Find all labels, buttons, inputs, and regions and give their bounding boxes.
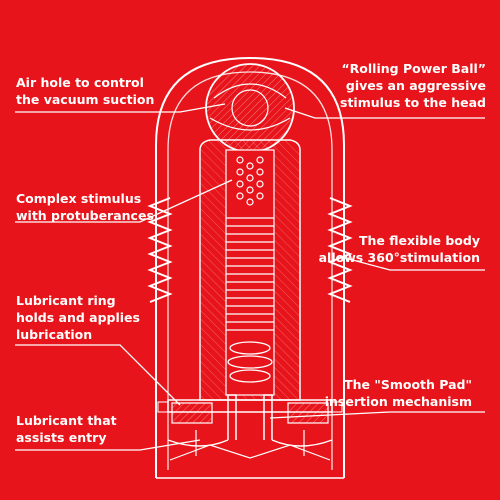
label-power-ball: “Rolling Power Ball” gives an aggressive… bbox=[340, 61, 486, 110]
label-flexible-body: The flexible body allows 360°stimulation bbox=[318, 233, 480, 265]
leader-lubricant-entry bbox=[15, 439, 201, 451]
protuberances bbox=[226, 217, 274, 331]
label-smooth-pad: The "Smooth Pad" insertion mechanism bbox=[324, 377, 472, 409]
leader-lines bbox=[15, 103, 485, 451]
label-air-hole: Air hole to control the vacuum suction bbox=[16, 75, 155, 107]
outer-case bbox=[155, 56, 345, 478]
left-spring bbox=[147, 197, 173, 303]
stimulus-dots bbox=[236, 156, 264, 206]
smooth-pad bbox=[227, 394, 273, 440]
label-lubricant-ring: Lubricant ring holds and applies lubrica… bbox=[16, 293, 140, 342]
label-lubricant-entry: Lubricant that assists entry bbox=[16, 413, 117, 445]
leader-power-ball bbox=[284, 107, 485, 119]
leader-flexible bbox=[344, 257, 485, 271]
leader-lubricant-ring bbox=[15, 344, 181, 406]
leader-smooth-pad bbox=[269, 411, 485, 419]
power-ball bbox=[205, 63, 295, 153]
leader-stimulus bbox=[15, 179, 233, 223]
leader-air-hole bbox=[15, 103, 226, 113]
right-spring bbox=[327, 197, 353, 303]
label-stimulus: Complex stimulus with protuberances. bbox=[16, 191, 159, 223]
